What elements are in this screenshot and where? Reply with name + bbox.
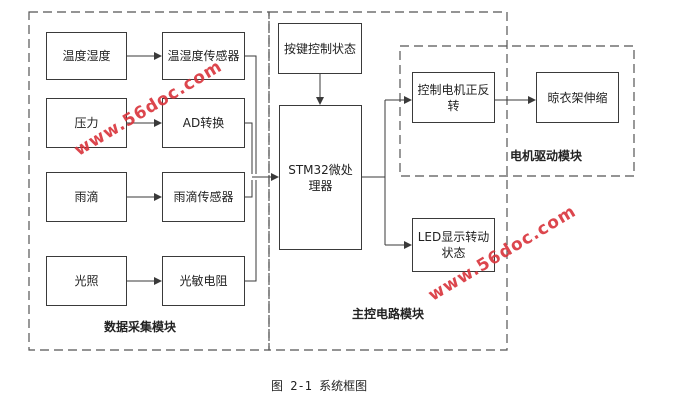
figure-caption: 图 2-1 系统框图 bbox=[271, 379, 368, 393]
sensor-raindrop-label: 雨滴 bbox=[74, 190, 99, 204]
sensor-pressure-label: 压力 bbox=[74, 116, 99, 130]
sensor-temp-humidity: 温度湿度 bbox=[46, 32, 127, 80]
motor-control-label: 控制电机正反转 bbox=[417, 82, 490, 113]
proc-ad-convert: AD转换 bbox=[162, 98, 245, 148]
sensor-raindrop: 雨滴 bbox=[46, 172, 127, 222]
proc-photoresistor-label: 光敏电阻 bbox=[179, 274, 228, 288]
proc-temp-humidity-sensor-label: 温湿度传感器 bbox=[167, 49, 240, 63]
motor-control-box: 控制电机正反转 bbox=[412, 72, 495, 123]
sensor-light: 光照 bbox=[46, 256, 127, 306]
proc-photoresistor: 光敏电阻 bbox=[162, 256, 245, 306]
rack-box: 晾衣架伸缩 bbox=[536, 72, 619, 123]
proc-raindrop-sensor-label: 雨滴传感器 bbox=[173, 190, 234, 204]
key-status-box: 按键控制状态 bbox=[278, 23, 362, 74]
key-status-label: 按键控制状态 bbox=[283, 41, 356, 56]
bus-rain bbox=[245, 180, 253, 198]
sensor-temp-humidity-label: 温度湿度 bbox=[62, 49, 111, 63]
bus-light bbox=[245, 180, 257, 282]
group-label-main-control: 主控电路模块 bbox=[352, 307, 425, 321]
group-label-motor-drive: 电机驱动模块 bbox=[510, 149, 583, 163]
mcu-trunk bbox=[362, 100, 386, 178]
bus-temp bbox=[245, 55, 257, 174]
proc-ad-convert-label: AD转换 bbox=[182, 116, 225, 130]
mcu-label: STM32微处理器 bbox=[288, 162, 353, 193]
led-status-box: LED显示转动状态 bbox=[412, 218, 495, 272]
led-status-label: LED显示转动状态 bbox=[417, 230, 490, 260]
sensor-light-label: 光照 bbox=[74, 274, 99, 288]
bus-pressure bbox=[245, 122, 253, 174]
group-label-data-collection: 数据采集模块 bbox=[104, 320, 177, 334]
group-border-main-control bbox=[268, 11, 508, 351]
sensor-pressure: 压力 bbox=[46, 98, 127, 148]
rack-label: 晾衣架伸缩 bbox=[547, 90, 608, 105]
group-border-motor-drive bbox=[399, 45, 635, 177]
mcu-box: STM32微处理器 bbox=[279, 105, 362, 250]
proc-temp-humidity-sensor: 温湿度传感器 bbox=[162, 32, 245, 80]
proc-raindrop-sensor: 雨滴传感器 bbox=[162, 172, 245, 222]
